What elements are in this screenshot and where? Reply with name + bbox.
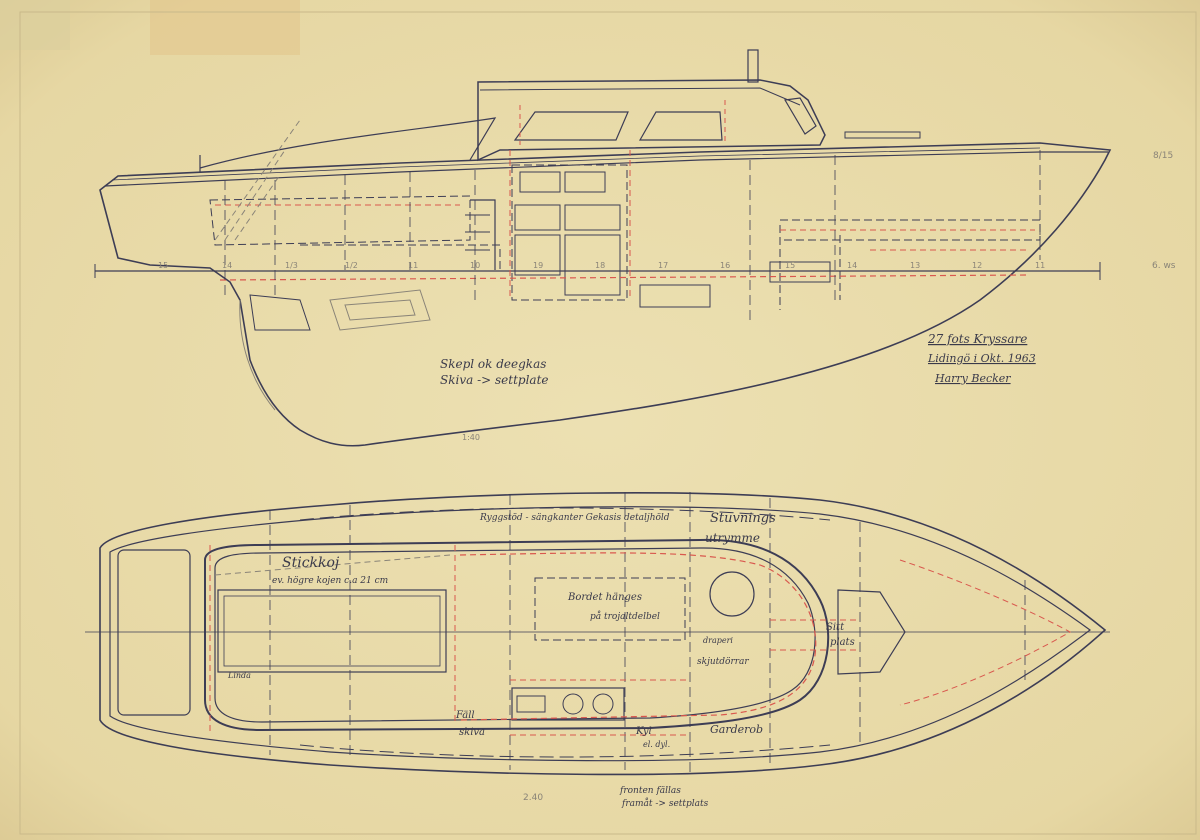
plan-seat-line1: Sitt [826,622,845,633]
plan-berth-label: Stickkoj [282,555,340,571]
plan-front-line1: fronten fällas [619,786,681,796]
station-label: 14 [847,261,857,270]
profile-interior [209,100,1041,331]
cabin-window-1 [513,111,629,141]
profile-note-line2: Skiva -> settplate [440,373,549,387]
mast-stub [747,49,759,83]
station-label: 16 [720,261,730,270]
cockpit-coaming [199,117,497,169]
profile-note-line1: Skepl ok deegkas [440,357,546,371]
margin-mark-mid: 6. ws [1152,261,1176,271]
paper-corner-fold [0,0,70,50]
station-label: 18 [595,261,605,270]
plan-table-note-line1: Bordet hänges [567,592,642,603]
title-line1: 27 fots Kryssare [927,332,1027,346]
plan-front-line2: framåt -> settplats [621,797,709,809]
station-label: 14 [222,261,232,270]
station-label: 12 [972,261,982,270]
margin-mark-top: 8/15 [1153,151,1173,161]
station-label: 17 [658,261,668,270]
plan-small-red-note: Linda [227,671,251,680]
station-label: 11 [1035,261,1045,270]
foredeck-hatch [844,131,921,139]
title-signature: Harry Becker [934,372,1011,385]
station-label: 10 [470,261,480,270]
plan-top-note: Ryggstöd - sängkanter Gekasis detaljhöld [479,513,670,523]
plan-table-note-line2: på trojaltdelbel [590,610,660,622]
cabin-house [477,79,826,162]
plan-annotations: Ryggstöd - sängkanter Gekasis detaljhöld… [227,511,855,809]
plan-tool-line1: Fäll [455,710,475,721]
plan-drapery-line1: draperi [703,636,733,645]
station-label: 19 [533,261,543,270]
plan-seat-line2: plats [830,637,855,648]
plan-bottom-dim: 2.40 [523,793,543,803]
plan-galley [511,687,625,721]
plan-cabin-trunk [204,538,830,732]
hull-outline [99,142,1112,447]
paper-stain [150,0,300,55]
station-label: 1/2 [345,261,358,270]
plan-tool-line2: skiva [459,727,485,738]
station-label: 13 [910,261,920,270]
title-block: 27 fots Kryssare Lidingö i Okt. 1963 Har… [927,332,1036,385]
plan-drapery-line2: skjutdörrar [697,657,749,667]
plan-hull-outline [99,492,1107,776]
plan-companionway [217,589,447,673]
plan-wardrobe: Garderob [710,723,763,736]
plan-toilet [709,571,755,617]
plan-locker-line2: utrymme [705,531,760,545]
keel-outline [239,299,276,411]
plan-locker-line1: Stuvnings [710,511,776,526]
plan-cockpit-hatch [117,549,191,716]
drawing-border [19,11,1197,835]
station-label: 1/3 [285,261,298,270]
station-labels: 15 14 1/3 1/2 11 10 19 18 17 16 15 14 13… [158,261,1045,270]
plan-saloon-table [534,577,686,641]
profile-view: 15 14 1/3 1/2 11 10 19 18 17 16 15 14 13… [94,49,1112,447]
station-label: 11 [408,261,418,270]
title-line2: Lidingö i Okt. 1963 [927,352,1036,365]
plan-cooler-line1: Kyl [635,726,652,737]
station-label: 15 [158,261,168,270]
station-label: 15 [785,261,795,270]
plan-cooler-line2: el. dyl. [643,740,670,749]
plan-berth-note: ev. högre kojen c.a 21 cm [272,576,388,586]
sheer-line [104,151,1108,187]
cabin-window-3 [784,97,817,135]
cabin-window-2 [638,111,723,141]
plan-forehatch [837,589,906,675]
plan-view [85,492,1110,776]
scale-mark: 1:40 [462,433,480,442]
